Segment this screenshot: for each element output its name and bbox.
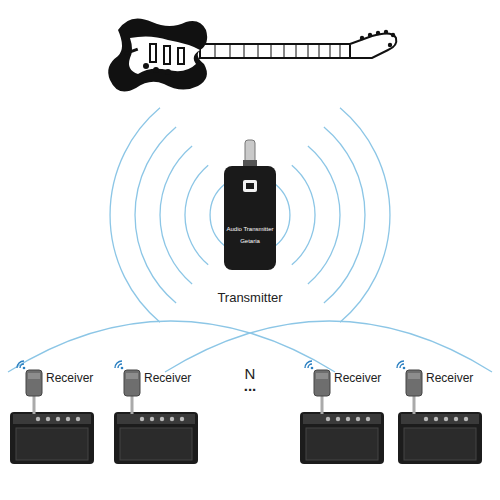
amp-grille <box>120 428 192 460</box>
wifi-symbol <box>17 361 24 368</box>
amp-knob <box>150 417 154 421</box>
amp-knob <box>56 417 60 421</box>
amp-grille <box>16 428 88 460</box>
component-label: Receiver <box>46 372 93 385</box>
wifi-symbol <box>115 361 122 368</box>
receiver-device <box>406 370 422 396</box>
wifi-symbol <box>23 367 26 370</box>
amplifier <box>398 412 482 464</box>
receiver-panel <box>316 373 328 379</box>
amp-knob <box>424 417 428 421</box>
component-label: Receiver <box>426 372 473 385</box>
signal-waves <box>8 108 492 372</box>
receiver-device <box>124 370 140 396</box>
amp-knob <box>76 417 80 421</box>
ellipsis-label: ... <box>244 378 257 395</box>
amp-panel <box>13 414 91 424</box>
amp-knob <box>160 417 164 421</box>
amp-knob <box>140 417 144 421</box>
amplifier <box>300 412 384 464</box>
amp-panel <box>117 414 195 424</box>
amp-knob <box>434 417 438 421</box>
component-label: Receiver <box>144 372 191 385</box>
wifi-symbol <box>397 361 404 368</box>
receiver-panel <box>408 373 420 379</box>
device-text: Audio Transmitter <box>226 226 273 233</box>
amp-grille <box>404 428 476 460</box>
amp-knob <box>346 417 350 421</box>
amp-knob <box>326 417 330 421</box>
guitar-illustration <box>108 18 396 91</box>
wifi-symbol <box>121 367 124 370</box>
amplifier-group <box>10 361 482 464</box>
amp-knob <box>46 417 50 421</box>
amp-knob <box>464 417 468 421</box>
receiver-device <box>314 370 330 396</box>
receiver-device <box>26 370 42 396</box>
amp-knob <box>366 417 370 421</box>
wifi-symbol <box>305 361 312 368</box>
wifi-symbol <box>311 367 314 370</box>
transmitter-device <box>224 140 276 270</box>
amp-knob <box>336 417 340 421</box>
wifi-symbol <box>403 367 406 370</box>
amplifier <box>10 412 94 464</box>
amp-knob <box>444 417 448 421</box>
amplifier <box>114 412 198 464</box>
component-label: Transmitter <box>217 291 282 305</box>
amp-grille <box>306 428 378 460</box>
receiver-panel <box>28 373 40 379</box>
receiver-panel <box>126 373 138 379</box>
component-label: Receiver <box>334 372 381 385</box>
amp-knob <box>36 417 40 421</box>
amp-panel <box>303 414 381 424</box>
device-brand: Getaria <box>240 238 260 245</box>
amp-knob <box>180 417 184 421</box>
amp-knob <box>454 417 458 421</box>
amp-knob <box>66 417 70 421</box>
amp-panel <box>401 414 479 424</box>
amp-knob <box>170 417 174 421</box>
amp-knob <box>356 417 360 421</box>
